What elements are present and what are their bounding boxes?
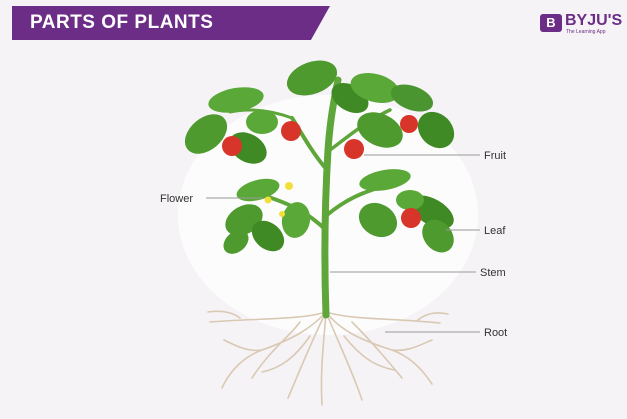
label-stem: Stem [480, 267, 506, 279]
fruit-2 [222, 136, 242, 156]
fruit-4 [344, 139, 364, 159]
fruit-5 [401, 208, 421, 228]
label-leaf: Leaf [484, 225, 506, 237]
flower-3 [279, 211, 285, 217]
label-flower: Flower [160, 193, 193, 205]
flower-1 [285, 182, 293, 190]
flower-2 [265, 197, 272, 204]
label-root: Root [484, 327, 507, 339]
fruit-1 [281, 121, 301, 141]
fruit-3 [400, 115, 418, 133]
label-fruit: Fruit [484, 150, 506, 162]
